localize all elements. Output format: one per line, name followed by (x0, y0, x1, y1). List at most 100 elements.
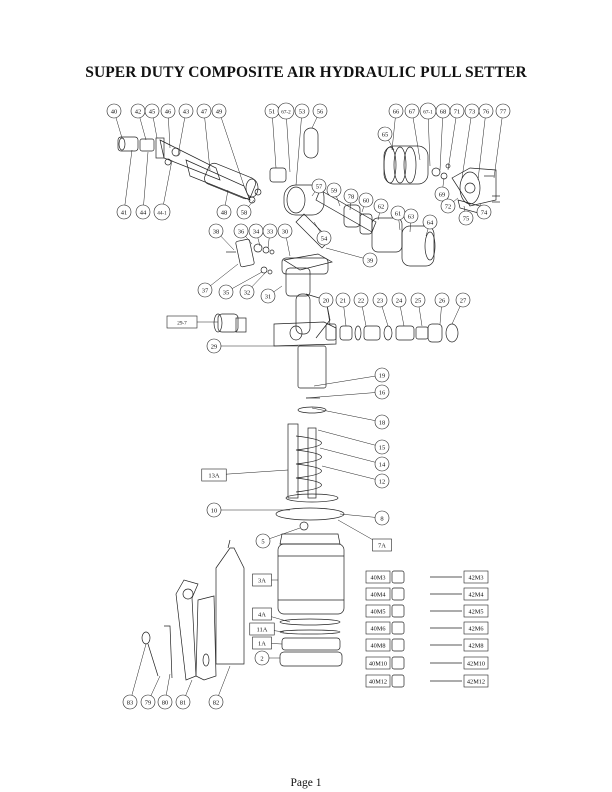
callout-marker (335, 292, 351, 308)
leader-line (123, 149, 133, 213)
callout-number: 69 (439, 192, 446, 199)
callout-marker (404, 103, 420, 119)
callout-number: 40 (111, 109, 118, 116)
part-callout-53: 53 (294, 103, 310, 186)
part-callout-82: 82 (208, 665, 231, 710)
part-callout-80: 80 (157, 673, 173, 710)
callout-number: 83 (127, 700, 134, 707)
callout-marker (197, 282, 213, 298)
callout-number: 1A (258, 641, 266, 648)
nose-kit-label-left: 40M5 (370, 609, 385, 616)
leader-line (218, 110, 245, 187)
part-callout-21: 21 (335, 292, 351, 327)
part-callout-77: 77 (493, 103, 511, 179)
leader-line (447, 110, 458, 171)
part-callout-35: 35 (218, 271, 263, 300)
callout-number: 81 (180, 700, 187, 707)
callout-number: 29-7 (177, 321, 187, 327)
page-footer: Page 1 (290, 777, 322, 789)
callout-number: 12 (379, 479, 386, 486)
callout-number: 47 (201, 109, 208, 116)
part-callout-19: 19 (313, 367, 390, 387)
callout-marker (449, 103, 465, 119)
part-callout-67: 67 (404, 103, 421, 161)
part-callout-39: 39 (325, 247, 378, 268)
callout-number: 43 (183, 109, 190, 116)
callout-number: 32 (244, 290, 251, 297)
part-callout-31: 31 (260, 285, 283, 304)
part-callout-20: 20 (318, 292, 334, 325)
part-callout-60: 60 (358, 192, 374, 213)
leader-line (325, 247, 371, 261)
callout-number: 29 (211, 344, 218, 351)
callout-number: 54 (321, 236, 328, 243)
leader-line (142, 151, 149, 213)
nose-kit-label-left-box (365, 656, 391, 670)
part-callout-27: 27 (451, 292, 471, 325)
nose-kit-label-left: 40M3 (370, 575, 385, 582)
callout-number: 66 (393, 109, 400, 116)
callout-marker (374, 384, 390, 400)
part-callout-33: 33 (262, 223, 278, 249)
callout-marker (157, 694, 173, 710)
nose-kit-label-right: 42M4 (468, 592, 484, 599)
nose-kit-label-left-box (365, 587, 391, 601)
callout-number: 51 (269, 109, 276, 116)
part-callout-75: 75 (458, 205, 474, 226)
leader-line (285, 110, 291, 173)
part-callout-11A: 11A (249, 622, 285, 636)
callout-marker (277, 102, 295, 120)
callout-number: 45 (149, 109, 156, 116)
callout-number: 11A (257, 627, 268, 634)
nose-kit-label-right: 42M8 (468, 643, 483, 650)
leader-line (161, 159, 173, 213)
part-callout-44-1: 44-1 (153, 159, 173, 221)
callout-marker (260, 288, 276, 304)
callout-marker (262, 223, 278, 239)
callout-marker (311, 178, 327, 194)
leader-line (203, 110, 211, 171)
callout-marker (239, 284, 255, 300)
part-callout-16: 16 (305, 384, 390, 400)
callout-number: 37 (202, 288, 209, 295)
callout-marker (374, 414, 390, 430)
callout-number: 3A (258, 578, 266, 585)
callout-number: 2 (260, 656, 263, 663)
callout-number: 5 (261, 539, 264, 546)
nose-kit-label-left-box (365, 638, 391, 652)
callout-number: 82 (213, 700, 220, 707)
callout-number: 7A (378, 543, 386, 550)
part-callout-76: 76 (477, 103, 494, 181)
part-callout-49: 49 (211, 103, 245, 187)
leader-line (271, 110, 277, 169)
callout-marker (377, 126, 393, 142)
callout-number: 8 (380, 516, 383, 523)
leader-line (321, 465, 383, 482)
callout-marker (216, 204, 232, 220)
nose-kit-label-left-box (365, 621, 391, 635)
nose-kit-label-right: 42M6 (468, 626, 483, 633)
callout-marker (201, 468, 227, 482)
part-callout-61: 61 (390, 205, 406, 231)
nose-kit-label-right-box (463, 656, 489, 670)
part-callout-36: 36 (233, 223, 253, 245)
callout-number: 14 (379, 462, 386, 469)
callout-marker (362, 252, 378, 268)
nose-kit-label-right: 42M10 (467, 661, 485, 668)
nose-kit-label-right: 42M3 (468, 575, 483, 582)
part-callout-18: 18 (311, 407, 390, 430)
callout-number: 68 (440, 109, 447, 116)
callout-number: 34 (253, 229, 260, 236)
callout-number: 78 (348, 194, 355, 201)
callout-marker (373, 198, 389, 214)
callout-number: 73 (469, 109, 476, 116)
callout-marker (440, 198, 456, 214)
part-callout-38: 38 (208, 223, 235, 251)
callout-number: 56 (317, 109, 324, 116)
nose-kit-label-right-box (463, 621, 489, 635)
callout-number: 13A (208, 473, 220, 480)
callout-marker (178, 103, 194, 119)
part-callout-44: 44 (135, 151, 151, 220)
nose-kit-label-left: 40M12 (369, 679, 387, 686)
